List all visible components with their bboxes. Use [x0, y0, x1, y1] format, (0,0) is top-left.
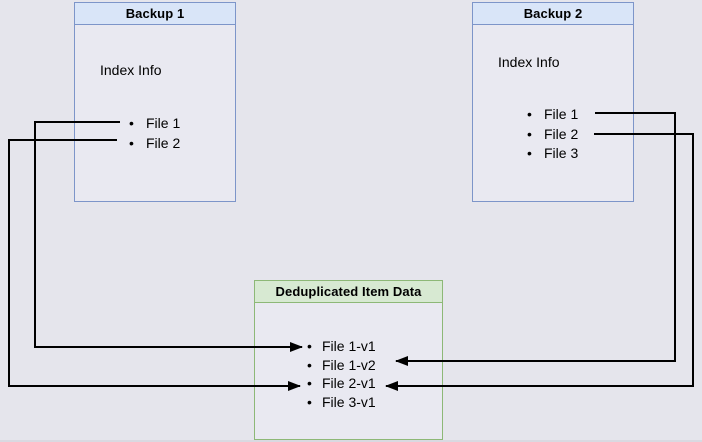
dedup-box: Deduplicated Item Data • File 1-v1 • File … [254, 280, 443, 440]
list-item: • File 3-v1 [307, 393, 442, 412]
file-version-label: File 3-v1 [322, 393, 376, 410]
file-label: File 2 [146, 134, 181, 151]
bullet-icon: • [307, 393, 312, 410]
list-item: • File 2-v1 [307, 374, 442, 393]
backup2-file-list: • File 1 • File 2 • File 3 [473, 105, 633, 164]
list-item: • File 1 [129, 114, 235, 134]
dedup-body: • File 1-v1 • File 1-v2 • File 2-v1 • File 3… [255, 337, 442, 411]
list-item: • File 2 [129, 134, 235, 154]
file-label: File 2 [544, 125, 579, 142]
bullet-icon: • [129, 115, 134, 131]
backup1-body: Index Info • File 1 • File 2 [75, 61, 235, 153]
window-bottom-edge [0, 440, 702, 442]
backup2-title: Backup 2 [473, 3, 633, 25]
bullet-icon: • [307, 356, 312, 373]
backup1-box: Backup 1 Index Info • File 1 • File 2 [74, 2, 236, 202]
file-label: File 1 [544, 106, 579, 122]
list-item: • File 3 [527, 144, 633, 164]
backup1-index-info-label: Index Info [100, 62, 162, 78]
backup1-file-list: • File 1 • File 2 [75, 114, 235, 153]
file-label: File 3 [544, 145, 579, 161]
backup2-box: Backup 2 Index Info • File 1 • File 2 • Fil… [472, 2, 634, 202]
bullet-icon: • [527, 125, 532, 142]
bullet-icon: • [307, 338, 312, 354]
file-version-label: File 1-v2 [322, 356, 376, 373]
bullet-icon: • [307, 375, 312, 391]
dedup-title: Deduplicated Item Data [255, 281, 442, 303]
file-label: File 1 [146, 115, 181, 131]
list-item: • File 2 [527, 125, 633, 145]
bullet-icon: • [129, 134, 134, 151]
list-item: • File 1-v1 [307, 337, 442, 356]
bullet-icon: • [527, 106, 532, 122]
bullet-icon: • [527, 145, 532, 161]
list-item: • File 1 [527, 105, 633, 125]
file-version-label: File 1-v1 [322, 338, 376, 354]
dedup-file-list: • File 1-v1 • File 1-v2 • File 2-v1 • File 3… [255, 337, 442, 411]
backup2-body: Index Info • File 1 • File 2 • File 3 [473, 53, 633, 164]
backup2-index-info-label: Index Info [498, 54, 560, 70]
file-version-label: File 2-v1 [322, 375, 376, 391]
backup1-title: Backup 1 [75, 3, 235, 25]
list-item: • File 1-v2 [307, 356, 442, 375]
